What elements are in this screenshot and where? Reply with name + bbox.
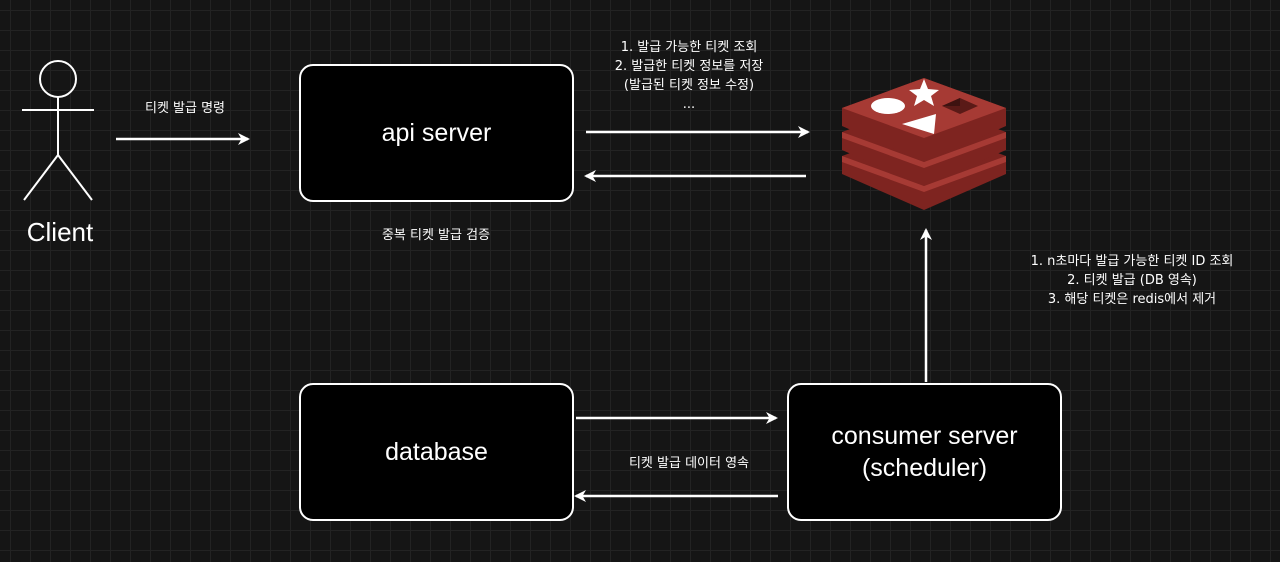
api-server-note: 중복 티켓 발급 검증 <box>381 228 491 243</box>
api-server-node[interactable]: api server <box>299 64 574 202</box>
api-to-redis-line-4: ... <box>682 97 696 112</box>
api-to-redis-line-1: 1. 발급 가능한 티켓 조회 <box>620 40 758 55</box>
api-to-redis-line-3: (발급된 티켓 정보 수정) <box>623 78 755 93</box>
consumer-to-redis-line-2: 2. 티켓 발급 (DB 영속) <box>1067 273 1197 288</box>
consumer-to-database-label: 티켓 발급 데이터 영속 <box>628 456 750 471</box>
api-to-redis-label: 1. 발급 가능한 티켓 조회 2. 발급한 티켓 정보를 저장 (발급된 티켓… <box>584 38 794 114</box>
consumer-server-label: consumer server <box>831 422 1018 450</box>
consumer-to-redis-line-1: 1. n초마다 발급 가능한 티켓 ID 조회 <box>1030 254 1234 269</box>
client-actor-icon[interactable] <box>20 58 96 206</box>
client-to-api-label: 티켓 발급 명령 <box>144 101 226 116</box>
api-to-redis-line-2: 2. 발급한 티켓 정보를 저장 <box>614 59 764 74</box>
consumer-to-redis-label: 1. n초마다 발급 가능한 티켓 ID 조회 2. 티켓 발급 (DB 영속)… <box>1010 252 1254 309</box>
redis-logo-icon[interactable] <box>838 76 1010 214</box>
consumer-server-sublabel: (scheduler) <box>861 454 988 482</box>
consumer-to-redis-line-3: 3. 해당 티켓은 redis에서 제거 <box>1047 292 1217 307</box>
database-node[interactable]: database <box>299 383 574 521</box>
database-label: database <box>385 438 488 466</box>
api-server-label: api server <box>381 119 492 147</box>
client-label: Client <box>26 217 94 247</box>
consumer-server-node[interactable]: consumer server (scheduler) <box>787 383 1062 521</box>
